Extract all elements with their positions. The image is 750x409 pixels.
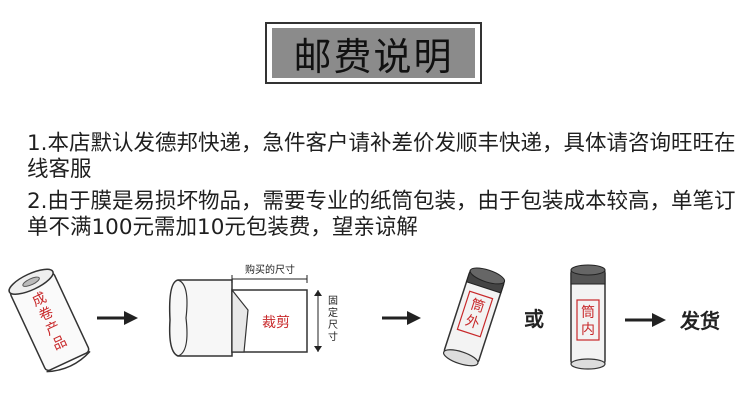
shipping-note-2: 2.由于膜是易损坏物品，需要专业的纸筒包装，由于包装成本较高，单笔订单不满100… bbox=[27, 189, 736, 240]
unrolled-sheet-illustration: 购买的尺寸 固 定 尺 寸 裁剪 bbox=[168, 263, 338, 357]
height-dimension-char: 定 bbox=[328, 306, 338, 319]
tube-inside-illustration: 筒 内 bbox=[570, 264, 606, 370]
tube-outer-char: 筒 bbox=[468, 296, 487, 316]
tube-outside-illustration: 筒 外 bbox=[442, 267, 506, 367]
or-label: 或 bbox=[524, 307, 544, 331]
roll-label-char: 卷 bbox=[37, 304, 56, 324]
tube-outer-char: 外 bbox=[463, 313, 481, 333]
tube-inner-char: 筒 bbox=[581, 304, 595, 321]
arrow-right-icon bbox=[97, 311, 138, 325]
ship-label: 发货 bbox=[679, 309, 720, 333]
cut-label: 裁剪 bbox=[262, 315, 290, 331]
page-title: 邮费说明 bbox=[272, 28, 475, 79]
arrow-right-icon bbox=[382, 311, 421, 325]
roll-label-char: 产 bbox=[43, 319, 62, 339]
packaging-process-diagram: 成 卷 产 品 购买的尺寸 固 定 尺 寸 裁剪 bbox=[8, 263, 720, 373]
tube-inner-char: 内 bbox=[581, 322, 595, 338]
height-dimension-char: 尺 bbox=[328, 319, 338, 331]
arrow-right-icon bbox=[625, 313, 666, 327]
title-box: 邮费说明 bbox=[265, 22, 482, 84]
width-dimension-label: 购买的尺寸 bbox=[245, 263, 295, 276]
height-dimension-char: 固 bbox=[328, 295, 338, 307]
rolled-product-illustration: 成 卷 产 品 bbox=[8, 268, 91, 373]
shipping-note-1: 1.本店默认发德邦快递，急件客户请补差价发顺丰快递，具体请咨询旺旺在线客服 bbox=[27, 131, 736, 182]
roll-label-char: 品 bbox=[50, 333, 69, 353]
height-dimension-char: 寸 bbox=[328, 330, 338, 343]
roll-label-char: 成 bbox=[30, 290, 49, 310]
